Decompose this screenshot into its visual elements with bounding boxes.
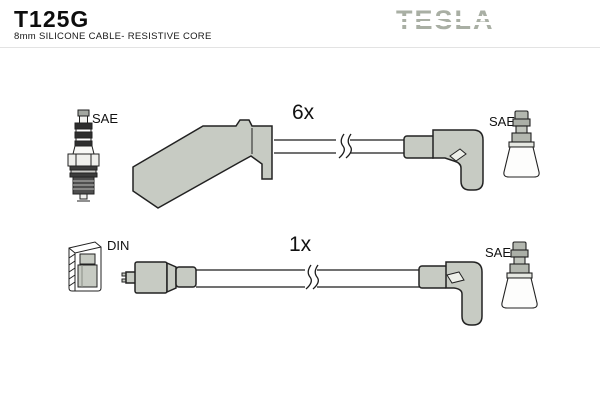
elbow-boot-90 (418, 261, 483, 326)
straight-boot (121, 261, 197, 294)
terminal-standard-label: SAE (485, 245, 511, 260)
spark-plug-icon (67, 109, 100, 202)
brand-logo-text: TESLA (396, 5, 495, 35)
quantity-label: 1x (289, 233, 312, 256)
header-divider (0, 47, 600, 48)
cable-line (196, 264, 420, 290)
cable-line (274, 133, 405, 159)
cable-break-mark (345, 133, 352, 159)
part-number: T125G (14, 6, 90, 32)
quantity-label: 6x (292, 101, 315, 124)
cable-break-mark (305, 264, 312, 290)
cable-break-mark (338, 133, 345, 159)
cable-break-mark (312, 264, 319, 290)
plug-standard-label: SAE (92, 111, 118, 126)
terminal-standard-label: SAE (489, 114, 515, 129)
din-socket-icon (68, 241, 102, 292)
product-description: 8mm SILICONE CABLE- RESISTIVE CORE (14, 31, 212, 42)
socket-standard-label: DIN (107, 238, 129, 253)
brand-logo: TESLA (396, 5, 495, 35)
elbow-boot-90 (403, 129, 484, 191)
logo-stripe (396, 22, 494, 25)
angled-boot-135 (132, 119, 273, 209)
logo-stripe (396, 16, 494, 19)
